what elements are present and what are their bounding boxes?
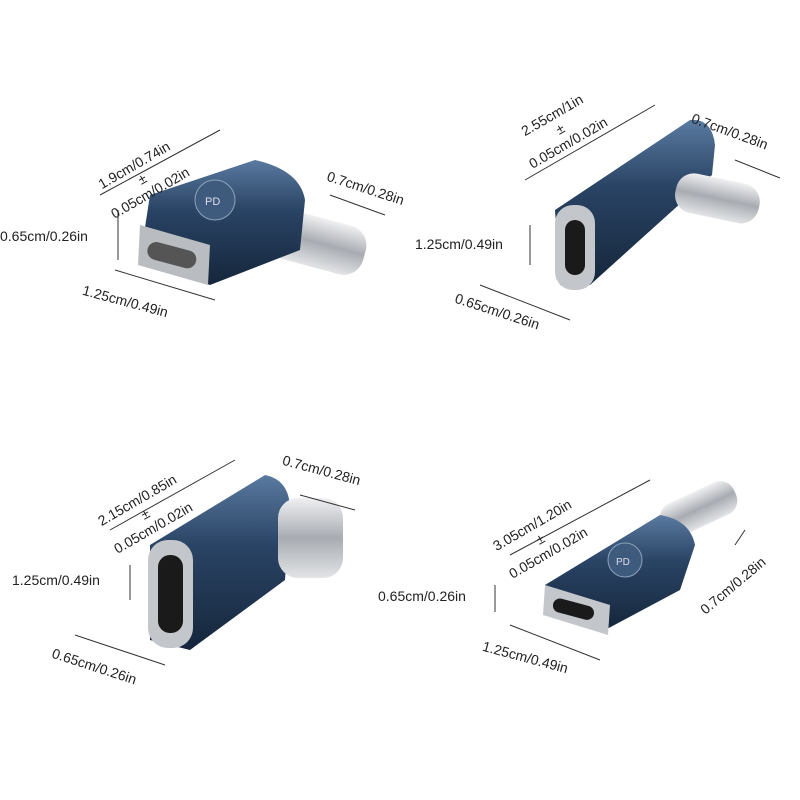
adapter-top-right xyxy=(555,119,760,290)
adapter-top-left: PD xyxy=(138,160,367,285)
svg-text:PD: PD xyxy=(205,196,220,208)
height-dimension: 0.65cm/0.26in xyxy=(378,588,466,604)
usb-c-plug xyxy=(675,173,760,224)
pd-badge-icon xyxy=(194,179,236,221)
usb-c-plug xyxy=(278,498,343,578)
pd-badge-icon xyxy=(607,542,643,578)
dimension-lines xyxy=(74,104,781,666)
adapter-bottom-right: PD xyxy=(543,481,738,635)
height-dimension: 0.65cm/0.26in xyxy=(0,228,88,244)
height-dimension: 1.25cm/0.49in xyxy=(12,572,100,588)
adapter-bottom-left xyxy=(148,475,343,650)
height-dimension: 1.25cm/0.49in xyxy=(415,236,503,252)
svg-text:PD: PD xyxy=(616,557,630,568)
